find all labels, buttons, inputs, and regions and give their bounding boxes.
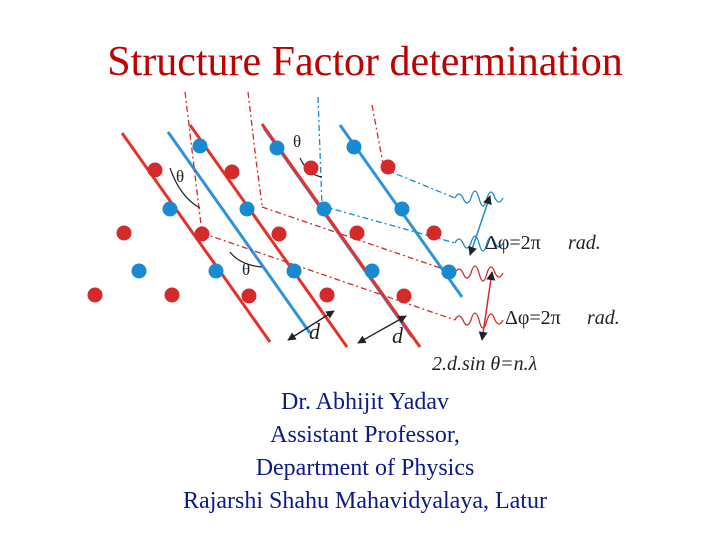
lattice-planes bbox=[120, 123, 464, 348]
author-department: Department of Physics bbox=[255, 455, 475, 481]
blue-atom bbox=[162, 201, 178, 217]
theta-arc-left bbox=[169, 167, 201, 209]
red-atom bbox=[147, 162, 163, 178]
blue-atom bbox=[346, 139, 362, 155]
wave-red-lower bbox=[454, 312, 504, 329]
red-atom bbox=[194, 226, 210, 242]
blue-atoms bbox=[131, 138, 457, 280]
d-spacing-arrow-1 bbox=[287, 310, 335, 341]
wave-red-upper bbox=[454, 265, 504, 282]
phase-arrow-red bbox=[478, 271, 496, 341]
theta-label-left: θ bbox=[176, 167, 184, 186]
phase-arrow-blue bbox=[468, 195, 492, 256]
phase-unit-lower: rad. bbox=[587, 307, 620, 329]
phase-unit-upper: rad. bbox=[568, 232, 601, 254]
red-atom bbox=[87, 287, 103, 303]
d-label-2: d bbox=[392, 323, 404, 348]
red-plane-2 bbox=[188, 124, 349, 348]
theta-label-lower: θ bbox=[242, 260, 250, 279]
author-position: Assistant Professor, bbox=[270, 422, 460, 448]
theta-arc-lower bbox=[229, 251, 263, 268]
blue-atom bbox=[208, 263, 224, 279]
incident-ray-3 bbox=[317, 96, 323, 207]
bragg-law: 2.d.sin θ=n.λ bbox=[432, 353, 538, 375]
theta-label-top: θ bbox=[293, 132, 301, 151]
red-atom bbox=[241, 288, 257, 304]
blue-atom bbox=[316, 201, 332, 217]
diffracted-ray-4 bbox=[201, 232, 456, 321]
red-atom bbox=[380, 159, 396, 175]
blue-atom bbox=[364, 263, 380, 279]
blue-atom bbox=[239, 201, 255, 217]
blue-atom bbox=[192, 138, 208, 154]
diagram-labels: θ θ θ d d Δφ=2π rad. Δφ=2π rad. 2.d.sin … bbox=[176, 132, 620, 375]
blue-atom bbox=[394, 201, 410, 217]
red-atom bbox=[271, 226, 287, 242]
blue-atom bbox=[441, 264, 457, 280]
phase-label-lower: Δφ=2π bbox=[505, 307, 561, 329]
author-name: Dr. Abhijit Yadav bbox=[280, 389, 450, 415]
red-atom bbox=[116, 225, 132, 241]
slide-title: Structure Factor determination bbox=[107, 39, 623, 85]
red-atom bbox=[224, 164, 240, 180]
blue-plane-1 bbox=[166, 131, 312, 334]
red-atom bbox=[319, 287, 335, 303]
author-institution: Rajarshi Shahu Mahavidyalaya, Latur bbox=[183, 488, 547, 514]
red-atom bbox=[303, 160, 319, 176]
incident-ray-1 bbox=[184, 91, 203, 234]
red-atom bbox=[349, 225, 365, 241]
incident-beams bbox=[184, 91, 385, 234]
wave-blue-upper bbox=[454, 190, 504, 207]
d-spacing-arrow-2 bbox=[357, 315, 407, 344]
d-label-1: d bbox=[309, 319, 321, 344]
incident-ray-4 bbox=[371, 104, 385, 170]
red-atom bbox=[164, 287, 180, 303]
red-atom bbox=[396, 288, 412, 304]
phase-label-upper: Δφ=2π bbox=[485, 232, 541, 254]
red-atoms bbox=[87, 159, 442, 304]
wave-packets bbox=[454, 190, 504, 329]
incident-ray-2 bbox=[247, 91, 263, 206]
blue-atom bbox=[131, 263, 147, 279]
blue-atom bbox=[269, 140, 285, 156]
diffracted-ray-1 bbox=[383, 168, 456, 199]
blue-atom bbox=[286, 263, 302, 279]
red-atom bbox=[426, 225, 442, 241]
red-plane-3 bbox=[260, 123, 422, 348]
